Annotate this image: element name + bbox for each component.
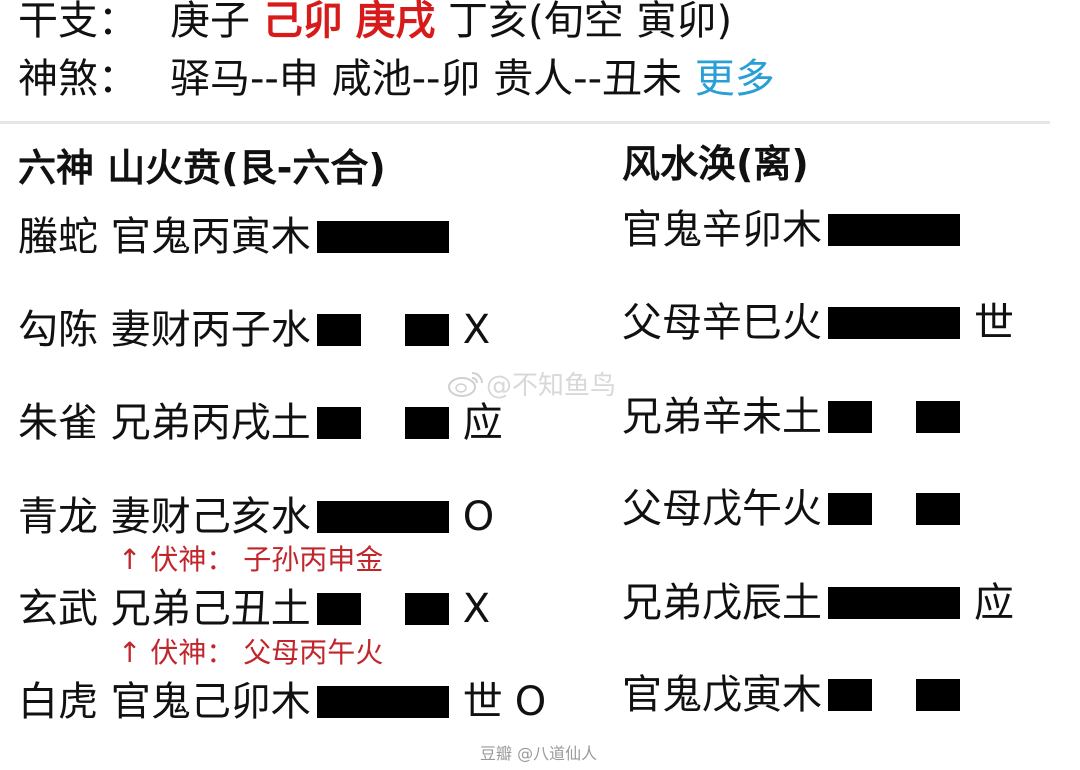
changed-yao-row-5: 父母辛巳火 世: [622, 300, 1014, 346]
yao-text: 官鬼丙寅木: [110, 214, 311, 260]
fushen-note: ↑ 伏神： 子孙丙申金: [118, 544, 383, 576]
ganzhi-year: 庚子: [170, 0, 250, 44]
main-yao-row-2: 玄武 兄弟己丑土 X: [18, 586, 503, 632]
yang-line-icon: [828, 587, 960, 619]
yao-text: 兄弟戊辰土: [622, 580, 822, 626]
yang-line-icon: [828, 214, 960, 246]
changed-yao-row-3: 父母戊午火: [622, 486, 974, 532]
yin-line-icon: [828, 679, 960, 711]
changed-yao-row-4: 兄弟辛未土: [622, 394, 974, 440]
more-link[interactable]: 更多: [694, 56, 775, 102]
dong-mark: X: [462, 586, 491, 632]
yao-text: 父母戊午火: [622, 486, 822, 532]
liushen: 朱雀: [18, 400, 98, 446]
douban-watermark: 豆瓣 @八道仙人: [480, 744, 598, 763]
shensha-item: 驿马--申: [170, 56, 319, 102]
dong-mark: X: [462, 307, 491, 353]
yang-line-icon: [316, 501, 449, 533]
yang-line-icon: [316, 221, 449, 253]
fushen-note: ↑ 伏神： 父母丙午火: [118, 637, 383, 669]
fushen-text: 伏神： 子孙丙申金: [150, 543, 384, 576]
ganzhi-month: 己卯: [262, 0, 343, 44]
yao-text: 兄弟丙戌土: [110, 400, 311, 446]
yang-line-icon: [316, 686, 449, 718]
ganzhi-row: 干支： 庚子 己卯 庚戌 丁亥(旬空 寅卯): [18, 0, 732, 44]
main-yao-row-3: 青龙 妻财己亥水 O: [18, 494, 503, 540]
ying-mark: 应: [974, 580, 1014, 626]
fushen-text: 伏神： 父母丙午火: [150, 636, 384, 669]
yang-line-icon: [828, 307, 960, 339]
main-gua-header: 六神 山火贲(艮-六合): [18, 146, 386, 190]
yao-text: 父母辛巳火: [622, 300, 822, 346]
liushen: 白虎: [18, 679, 98, 725]
arrow-up-icon: ↑: [118, 636, 142, 669]
weibo-icon: [448, 371, 483, 397]
shi-mark: 世: [462, 679, 503, 725]
yin-line-icon: [828, 493, 960, 525]
yin-line-icon: [316, 314, 449, 346]
liushen: 勾陈: [18, 307, 98, 353]
divider: [0, 121, 1050, 124]
weibo-handle: @不知鱼鸟: [486, 371, 617, 401]
yin-line-icon: [316, 407, 449, 439]
yao-text: 官鬼辛卯木: [622, 207, 822, 253]
yao-text: 兄弟己丑土: [110, 586, 311, 632]
arrow-up-icon: ↑: [118, 543, 142, 576]
ganzhi-day: 庚戌: [355, 0, 436, 44]
shensha-item: 咸池--卯: [331, 56, 481, 102]
changed-yao-row-2: 兄弟戊辰土 应: [622, 580, 1014, 626]
ganzhi-hour: 丁亥: [448, 0, 529, 44]
liushen: 玄武: [18, 586, 98, 632]
liushen: 螣蛇: [18, 214, 98, 260]
yin-line-icon: [316, 593, 449, 625]
yao-text: 妻财己亥水: [110, 494, 311, 540]
shensha-item: 贵人--丑未: [493, 56, 683, 102]
shensha-label: 神煞：: [18, 56, 138, 102]
shensha-row: 神煞： 驿马--申 咸池--卯 贵人--丑未 更多: [18, 56, 775, 102]
changed-gua-header: 风水涣(离): [622, 142, 809, 186]
yao-text: 官鬼己卯木: [110, 679, 311, 725]
ganzhi-label: 干支：: [18, 0, 138, 44]
xunkong: (旬空 寅卯): [528, 0, 733, 44]
yao-text: 兄弟辛未土: [622, 394, 822, 440]
changed-yao-row-6: 官鬼辛卯木: [622, 207, 974, 253]
changed-yao-row-1: 官鬼戊寅木: [622, 672, 974, 718]
dong-mark: O: [462, 494, 495, 540]
shi-mark: 世: [974, 300, 1014, 346]
yao-text: 妻财丙子水: [110, 307, 311, 353]
weibo-watermark: @不知鱼鸟: [446, 365, 616, 402]
main-yao-row-4: 朱雀 兄弟丙戌土 应: [18, 400, 503, 446]
main-yao-row-5: 勾陈 妻财丙子水 X: [18, 307, 503, 353]
liushen: 青龙: [18, 494, 98, 540]
dong-mark: O: [514, 679, 547, 725]
main-yao-row-1: 白虎 官鬼己卯木 世 O: [18, 679, 546, 725]
ying-mark: 应: [462, 400, 503, 446]
yin-line-icon: [828, 401, 960, 433]
yao-text: 官鬼戊寅木: [622, 672, 822, 718]
main-yao-row-6: 螣蛇 官鬼丙寅木: [18, 214, 463, 260]
